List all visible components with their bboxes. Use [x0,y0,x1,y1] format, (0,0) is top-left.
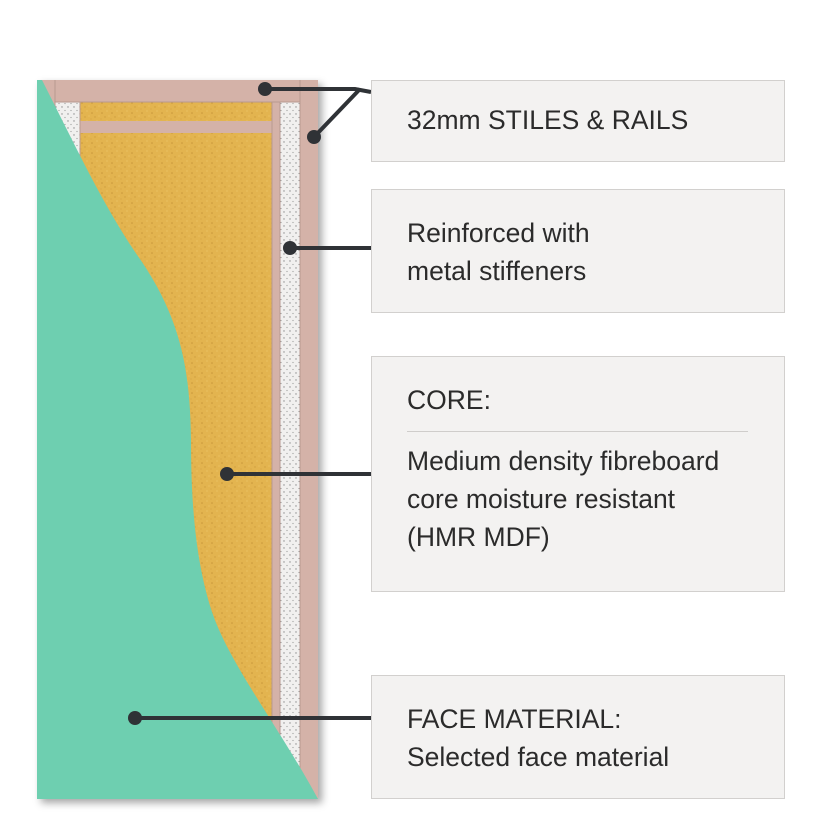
label-metal-stiffeners: Reinforced with metal stiffeners [371,189,785,313]
label-core-line2: core moisture resistant [407,484,676,514]
face-material [37,80,318,799]
dot-right-stile [307,130,321,144]
cross-rail [80,121,272,133]
label-face-material: FACE MATERIAL: Selected face material [371,675,785,799]
leader-stiles-rails [265,87,372,94]
dot-top-rail [258,82,272,96]
label-face-material-line2: Selected face material [407,742,670,772]
top-rail [55,80,300,102]
door-panel [37,80,318,799]
label-core-line1: Medium density fibreboard [407,446,720,476]
label-stiles-rails: 32mm STILES & RAILS [371,80,785,162]
label-core-heading: CORE: [407,385,491,415]
label-core: CORE: Medium density fibreboard core moi… [371,356,785,592]
label-core-line3: (HMR MDF) [407,522,550,552]
leader-lines [135,87,372,720]
dot-stiffener [283,241,297,255]
leader-dots [128,82,321,725]
inner-stile [272,102,280,799]
label-core-divider [407,431,748,432]
right-stiffener [280,102,300,799]
dot-core [220,467,234,481]
label-metal-stiffeners-line1: Reinforced with [407,218,590,248]
leader-stiles-rails-2 [312,87,362,139]
label-face-material-heading: FACE MATERIAL: [407,704,622,734]
dot-face [128,711,142,725]
label-metal-stiffeners-line2: metal stiffeners [407,256,587,286]
label-stiles-rails-text: 32mm STILES & RAILS [407,105,689,135]
